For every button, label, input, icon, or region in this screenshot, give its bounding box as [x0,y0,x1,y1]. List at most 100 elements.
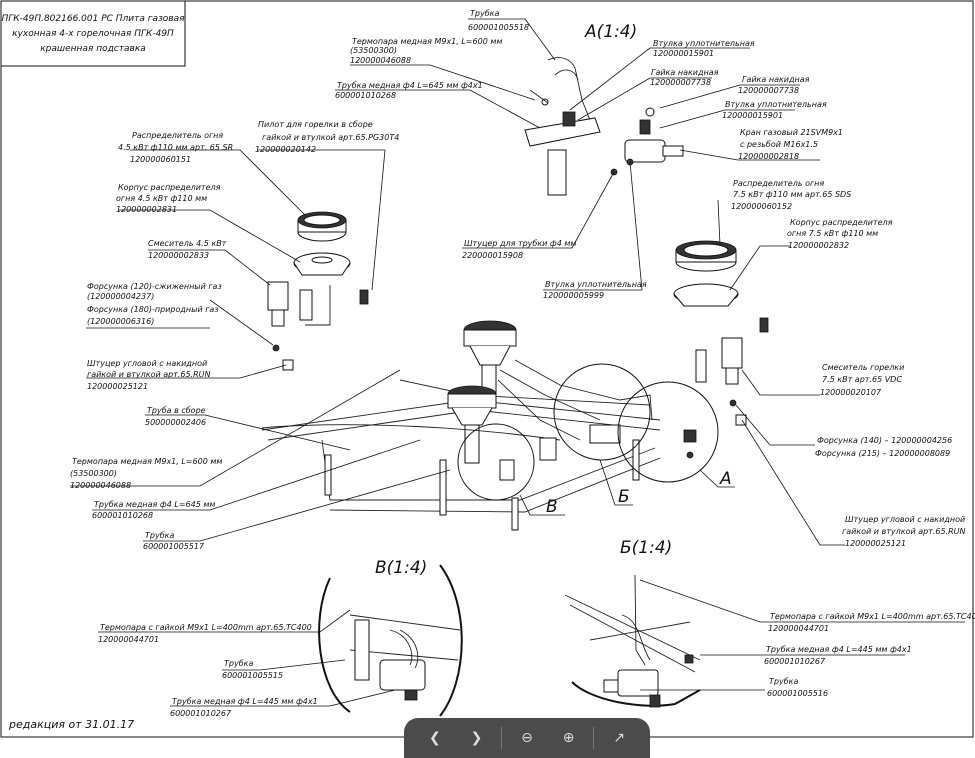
label-forsunka-1-sub: (120000004237) [87,292,154,301]
label-smesitel-75-code: 120000020107 [820,388,882,397]
drawing-sheet: ПГК-49П.802166.001 РС Плита газовая кухо… [0,0,975,738]
label-pilot-code: 120000020142 [255,145,316,154]
label-shtucer-tr-code: 220000015908 [462,251,523,260]
label-vtulka-3-name: Втулка уплотнительная [545,280,647,289]
label-raspr-45-sub: 4.5 кВт ф110 мм арт. 65 SR [118,143,233,152]
label-shtucer-1-name: Штуцер угловой с накидной [87,359,207,368]
label-termopara-v-code: 120000044701 [98,635,159,644]
title-line-1: ПГК-49П.802166.001 РС Плита газовая [1,14,185,24]
label-shtucer-1-sub: гайкой и втулкой арт.65.RUN [87,370,211,379]
label-raspr-75-name: Распределитель огня [733,179,824,188]
zoom-in-icon[interactable]: ⊕ [562,730,575,746]
label-vtulka-2-code: 120000015901 [722,111,783,120]
detail-circle-a [617,381,719,483]
label-pilot-name: Пилот для горелки в сборе [258,120,373,129]
marker-a: А [719,469,732,489]
label-vtulka-3-code: 120000005999 [543,291,604,300]
label-gaika-2-code: 120000007738 [738,86,799,95]
label-shtucer-2-code: 120000025121 [845,539,906,548]
label-truba-sbor-code: 500000002406 [145,418,206,427]
label-trubka-v-code: 600001005515 [222,671,283,680]
label-termopara-b-code: 120000044701 [768,624,829,633]
label-raspr-45-code: 120000060151 [130,155,191,164]
label-korpus-75-name: Корпус распределителя [790,218,893,227]
label-korpus-45-code: 120000002831 [116,205,177,214]
label-korpus-45-name: Корпус распределителя [118,183,221,192]
label-trubka-med-2-code: 600001010268 [92,511,153,520]
label-trubka-v-name: Трубка [224,659,253,668]
label-kran-code: 120000002818 [738,152,799,161]
detail-a-parts [524,57,684,196]
expand-icon[interactable]: ↗ [613,730,625,746]
label-smesitel-75-name: Смеситель горелки [822,363,904,372]
detail-circle-v [457,423,535,501]
label-korpus-75-sub: огня 7.5 кВт ф110 мм [787,229,878,238]
label-trubka-med-top-code: 600001010268 [335,91,396,100]
burner-large-exploded [673,240,769,426]
label-trubka-2-code: 600001005517 [143,542,205,551]
label-termopara-2-code: 120000046088 [70,481,131,490]
zoom-out-icon[interactable]: ⊖ [521,730,533,746]
label-gaika-1-name: Гайка накидная [651,68,719,77]
label-vtulka-1-code: 120000015901 [653,49,714,58]
view-title-b: Б(1:4) [620,538,672,558]
label-forsunka-1-name: Форсунка (120)-сжиженный газ [87,282,222,291]
title-line-2: кухонная 4-х горелочная ПГК-49П [12,29,174,39]
label-trubka-med-b-name: Трубка медная ф4 L=445 мм ф4х1 [766,645,912,654]
label-trubka-top-name: Трубка [470,9,499,18]
label-raspr-75-code: 120000060152 [731,202,792,211]
label-trubka-med-b-code: 600001010267 [764,657,826,666]
view-title-a: А(1:4) [584,22,637,42]
label-termopara-2-sub: (53500300) [70,469,117,478]
label-raspr-75-sub: 7.5 кВт ф110 мм арт.65 SDS [733,190,851,199]
label-shtucer-2-sub: гайкой и втулкой арт.65.RUN [842,527,966,536]
label-trubka-med-top-name: Трубка медная ф4 L=645 мм ф4х1 [337,81,483,90]
label-truba-sbor-name: Труба в сборе [147,406,206,415]
detail-circle-b [553,363,651,461]
label-shtucer-2-name: Штуцер угловой с накидной [845,515,965,524]
label-termopara-2-name: Термопара медная M9x1, L=600 мм [72,457,222,466]
title-block: ПГК-49П.802166.001 РС Плита газовая кухо… [1,0,186,67]
label-trubka-top-code: 600001005518 [468,23,529,32]
label-trubka-b-code: 600001005516 [767,689,828,698]
label-forsunka-2-name2: Форсунка (215) – 120000008089 [815,449,950,458]
label-termopara-top-code: 120000046088 [350,56,411,65]
label-termopara-top-name: Термопара медная M9x1, L=600 мм [352,37,502,46]
label-smesitel-45-name: Смеситель 4.5 кВт [148,239,227,248]
callouts: Трубка 600001005518 Термопара медная M9x… [70,9,975,718]
label-vtulka-1-name: Втулка уплотнительная [653,39,755,48]
label-forsunka-1-name2: Форсунка (180)-природный газ [87,305,219,314]
label-trubka-b-name: Трубка [769,677,798,686]
toolbar-divider [593,727,595,749]
label-korpus-75-code: 120000002832 [788,241,849,250]
chevron-left-icon[interactable]: ❮ [428,730,441,746]
label-trubka-med-v-code: 600001010267 [170,709,232,718]
label-gaika-1-code: 120000007738 [650,78,711,87]
label-forsunka-1-sub2: (120000006316) [87,317,154,326]
view-title-v: В(1:4) [375,558,427,578]
label-smesitel-75-sub: 7.5 кВт арт.65 VDC [822,375,902,384]
burner-small-exploded [267,211,369,371]
label-trubka-med-v-name: Трубка медная ф4 L=445 мм ф4х1 [172,697,318,706]
label-forsunka-2-name: Форсунка (140) – 120000004256 [817,436,952,445]
viewer-toolbar: ❮ ❯ ⊖ ⊕ ↗ [404,718,650,758]
label-kran-name: Кран газовый 21SVM9x1 [740,128,843,137]
label-korpus-45-sub: огня 4.5 кВт ф110 мм [116,194,207,203]
label-trubka-2-name: Трубка [145,531,174,540]
title-line-3: крашенная подставка [40,44,146,54]
marker-v: В [546,497,558,517]
toolbar-divider [501,727,503,749]
label-raspr-45-name: Распределитель огня [132,131,223,140]
detail-v-view [318,564,463,717]
label-vtulka-2-name: Втулка уплотнительная [725,100,827,109]
label-trubka-med-2-name: Трубка медная ф4 L=645 мм [94,500,215,509]
label-smesitel-45-code: 120000002833 [148,251,209,260]
label-gaika-2-name: Гайка накидная [742,75,810,84]
chevron-right-icon[interactable]: ❯ [470,730,483,746]
detail-b-view [564,574,701,708]
label-shtucer-1-code: 120000025121 [87,382,148,391]
label-kran-sub: с резьбой M16x1.5 [740,140,818,149]
label-pilot-sub: гайкой и втулкой арт.65.PG30T4 [262,133,399,142]
main-assembly [261,320,697,531]
label-termopara-top-sub: (53500300) [350,46,397,55]
